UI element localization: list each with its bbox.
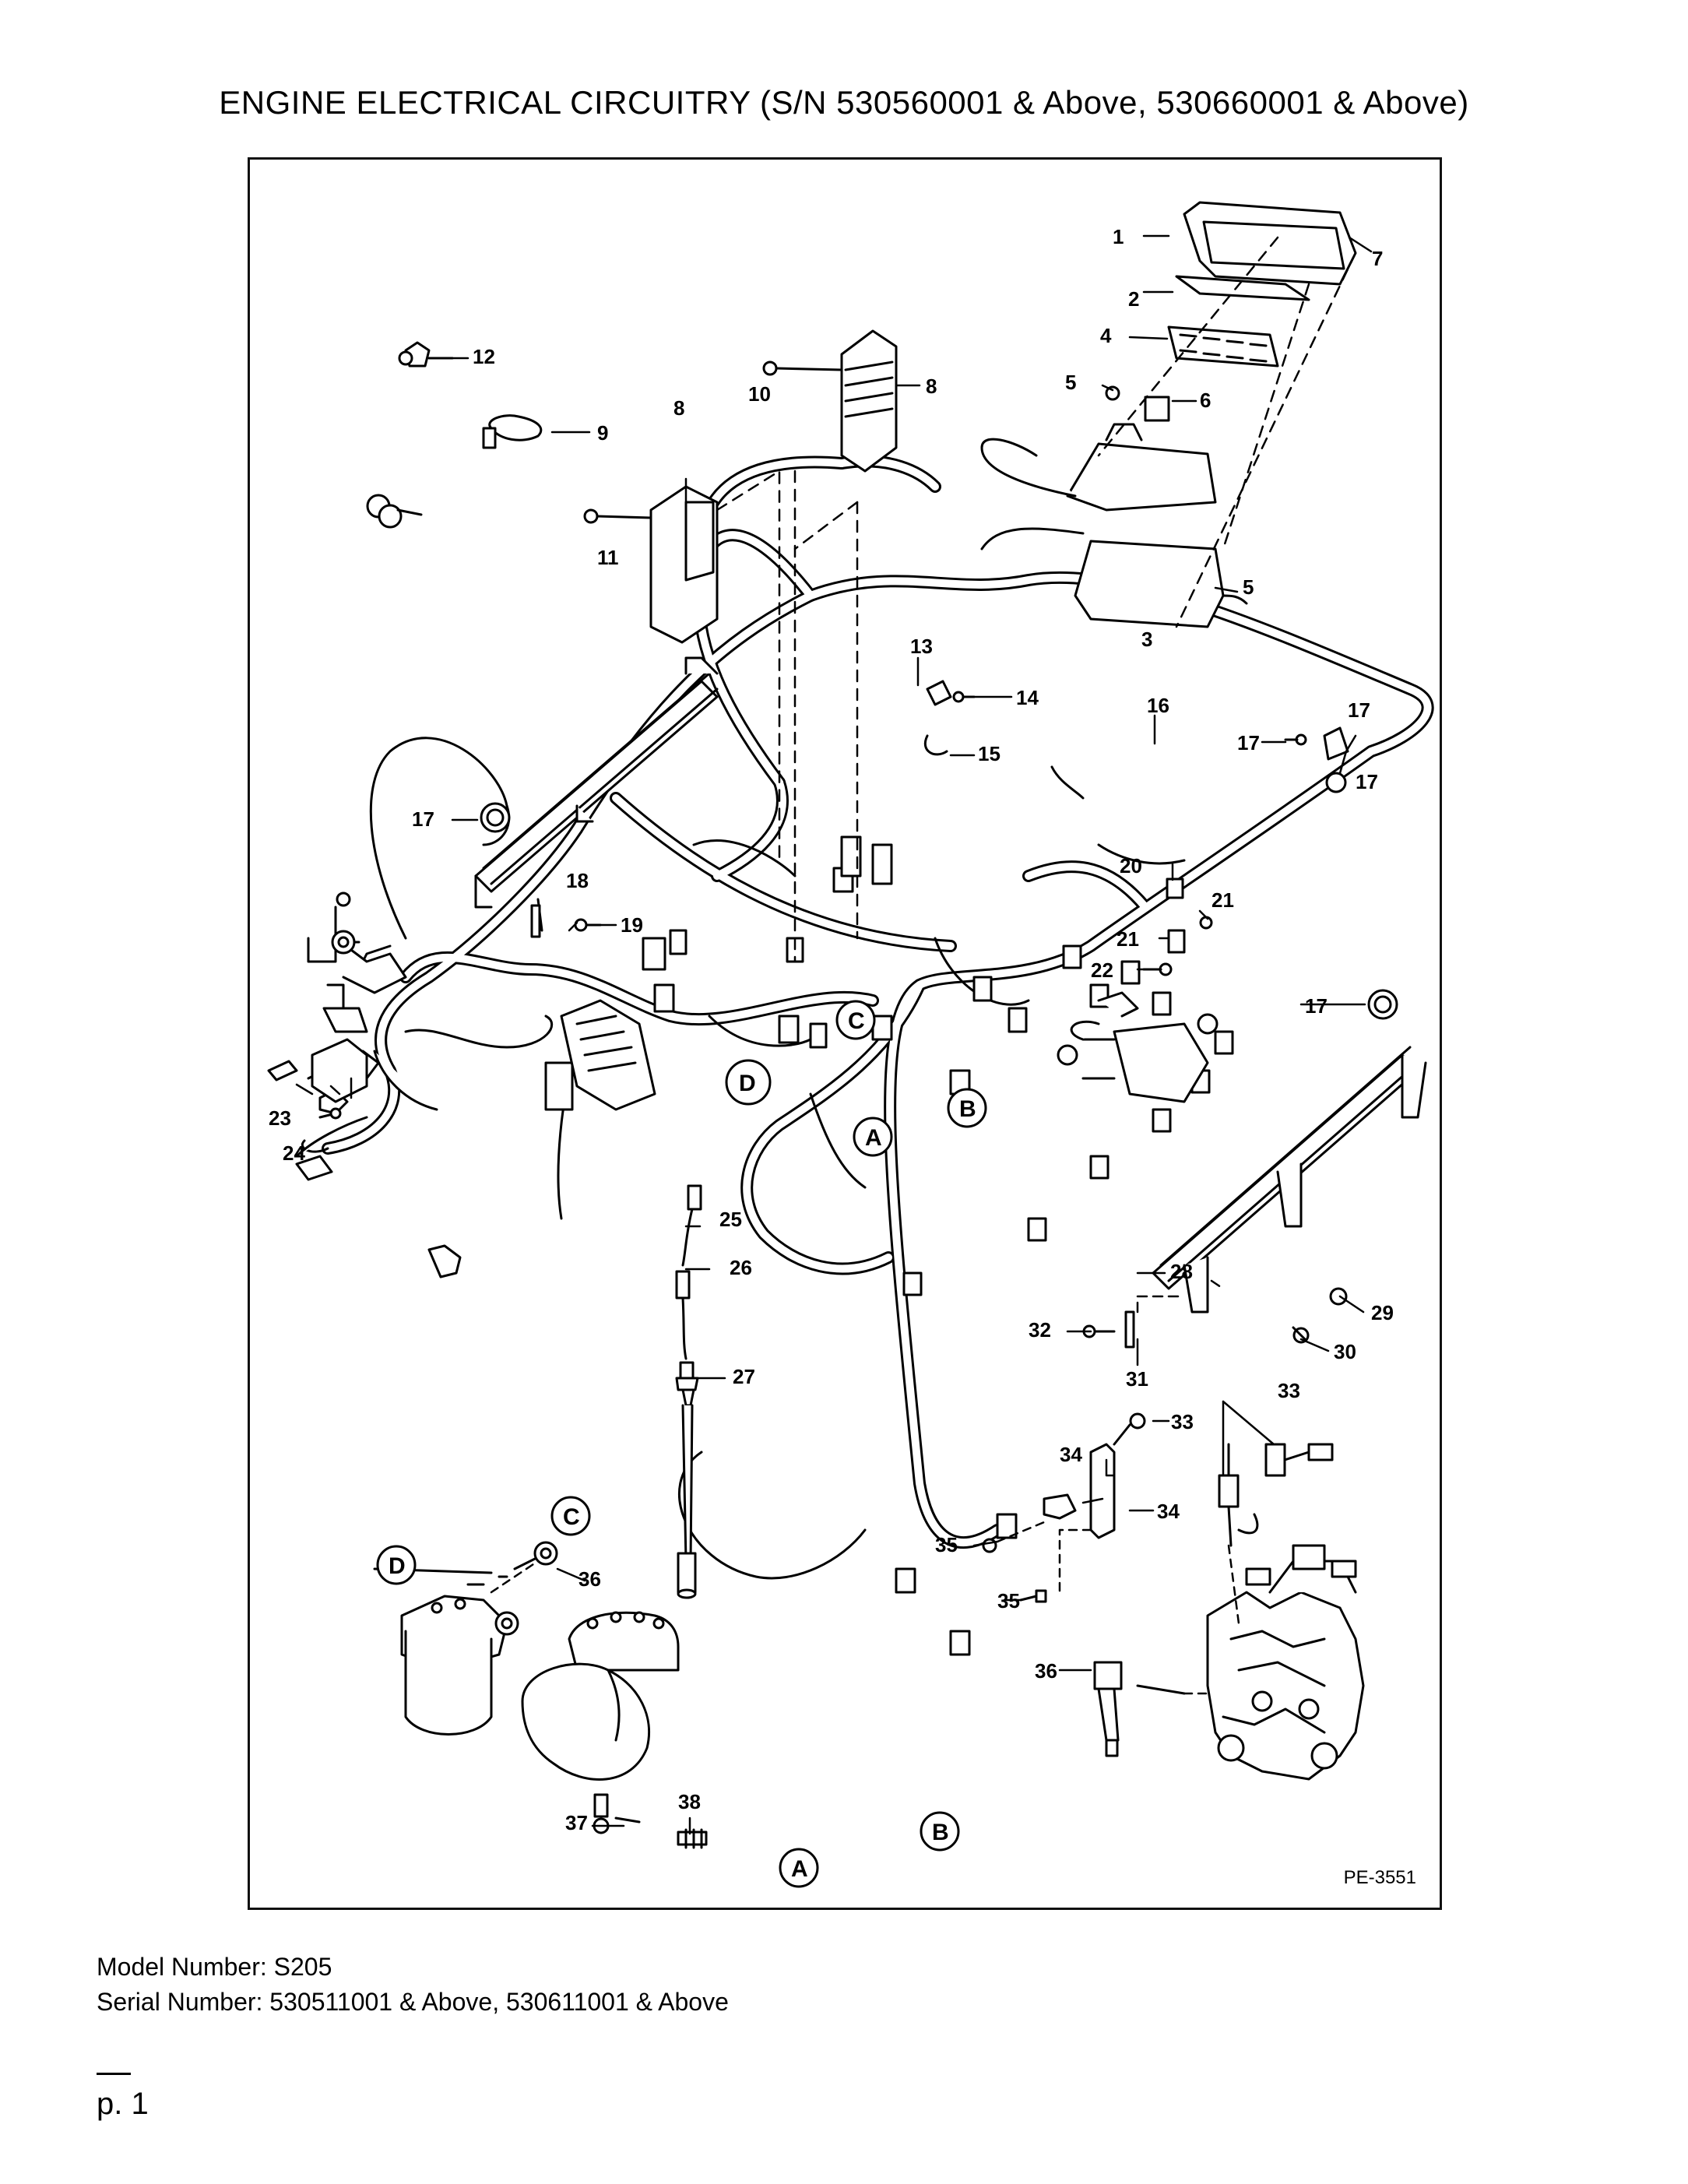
callout: 36 — [578, 1567, 601, 1591]
callout: 17 — [1237, 731, 1260, 754]
bolts-37-38 — [1292, 1287, 1348, 1344]
svg-text:A: A — [865, 1125, 882, 1151]
connector-a-marker: A — [779, 1848, 819, 1888]
figure-code: PE-3551 — [1343, 1867, 1416, 1888]
callout: 26 — [730, 1256, 752, 1279]
callout: 21 — [1117, 927, 1139, 951]
connector-a-marker: A — [853, 1117, 893, 1157]
callout: 36 — [1035, 1659, 1057, 1683]
callout: 31 — [1126, 1367, 1148, 1391]
callout: 23 — [269, 1106, 291, 1130]
junction-block — [560, 999, 1209, 1111]
callout: 34 — [1060, 1443, 1082, 1466]
solenoid-leader — [1222, 1400, 1275, 1477]
callout: 13 — [910, 635, 933, 658]
module-guides — [716, 470, 859, 963]
connector-c-marker: C — [550, 1496, 591, 1536]
callout: 17 — [1356, 770, 1378, 793]
callout: 33 — [1171, 1410, 1194, 1433]
diagram-frame: 1 2 3 4 5 5 6 7 8 8 9 10 11 12 13 14 15 … — [248, 157, 1442, 1910]
svg-text:C: C — [848, 1008, 865, 1034]
callout: 37 — [565, 1811, 588, 1834]
svg-text:D: D — [739, 1071, 756, 1096]
wiring-diagram: 1 2 3 4 5 5 6 7 8 8 9 10 11 12 13 14 15 … — [267, 201, 1434, 1888]
callout: 5 — [1243, 575, 1254, 599]
callout: 6 — [1200, 389, 1211, 412]
callout: 1 — [1113, 225, 1124, 248]
main-harness — [322, 455, 1434, 1549]
callout: 7 — [1372, 247, 1383, 270]
callout: 19 — [621, 913, 643, 937]
callout: 3 — [1141, 628, 1152, 651]
injection-pump — [1093, 1443, 1365, 1781]
callout: 17 — [1348, 698, 1370, 722]
callout: 12 — [473, 345, 495, 368]
relay-box-assembly — [980, 201, 1357, 628]
serial-number: Serial Number: 530511001 & Above, 530611… — [97, 1988, 729, 2016]
sender-assembly — [675, 1184, 702, 1599]
callout: 17 — [412, 807, 434, 831]
callout: 9 — [597, 421, 608, 445]
callout-labels: 1 2 3 4 5 5 6 7 8 8 9 10 11 12 13 14 15 … — [269, 225, 1394, 1834]
oil-filter — [521, 1611, 708, 1849]
callout: 8 — [926, 375, 937, 398]
svg-text:D: D — [389, 1553, 406, 1579]
svg-text:A: A — [791, 1856, 808, 1882]
connector-b-marker: B — [947, 1088, 987, 1128]
callout: 4 — [1100, 324, 1112, 347]
callout: 18 — [566, 869, 589, 892]
right-rail — [1082, 989, 1427, 1349]
callout: 22 — [1091, 958, 1113, 982]
right-clips — [924, 680, 1349, 800]
callout: 15 — [978, 742, 1000, 765]
fuel-filter-d — [373, 1541, 558, 1736]
leader-lines — [295, 234, 1373, 1835]
callout: 8 — [673, 396, 684, 420]
connector-d-marker: D — [376, 1545, 417, 1585]
callout: 5 — [1065, 371, 1076, 394]
center-fittings — [1057, 877, 1219, 1066]
callout: 17 — [1305, 994, 1328, 1018]
callout: 2 — [1128, 287, 1139, 311]
model-number: Model Number: S205 — [97, 1953, 332, 1981]
svg-text:B: B — [932, 1820, 949, 1845]
left-rail — [474, 656, 719, 938]
callout: 16 — [1147, 694, 1169, 717]
connector-d-marker: D — [725, 1059, 772, 1106]
callout: 28 — [1170, 1260, 1193, 1283]
harness-connectors — [544, 835, 1234, 1656]
callout: 35 — [997, 1589, 1020, 1613]
solenoid-bracket — [982, 1412, 1146, 1603]
callout: 32 — [1029, 1318, 1051, 1342]
callout: 35 — [935, 1533, 958, 1556]
callout: 38 — [678, 1790, 701, 1813]
page-title: ENGINE ELECTRICAL CIRCUITRY (S/N 5305600… — [219, 84, 1469, 121]
controller-modules — [583, 329, 898, 644]
svg-text:B: B — [959, 1096, 976, 1122]
callout: 25 — [719, 1208, 742, 1231]
callout: 20 — [1120, 854, 1142, 877]
callout: 24 — [283, 1141, 305, 1165]
page-number: p. 1 — [97, 2087, 149, 2121]
connector-c-marker: C — [835, 1000, 876, 1040]
callout: 21 — [1211, 888, 1234, 912]
svg-text:C: C — [563, 1504, 580, 1530]
callout: 11 — [597, 546, 619, 569]
callout: 34 — [1157, 1500, 1180, 1523]
callout: 29 — [1371, 1301, 1394, 1324]
callout: 10 — [748, 382, 771, 406]
callout: 30 — [1334, 1340, 1356, 1363]
connector-letter-markers: A A B B C C D D — [376, 1000, 987, 1888]
relay-box-guides — [1097, 236, 1357, 628]
callout: 14 — [1016, 686, 1039, 709]
callout: 33 — [1278, 1379, 1300, 1402]
relay-23 — [267, 892, 407, 1120]
page-divider — [97, 2073, 131, 2075]
connector-b-marker: B — [920, 1811, 960, 1852]
callout: 27 — [733, 1365, 755, 1388]
